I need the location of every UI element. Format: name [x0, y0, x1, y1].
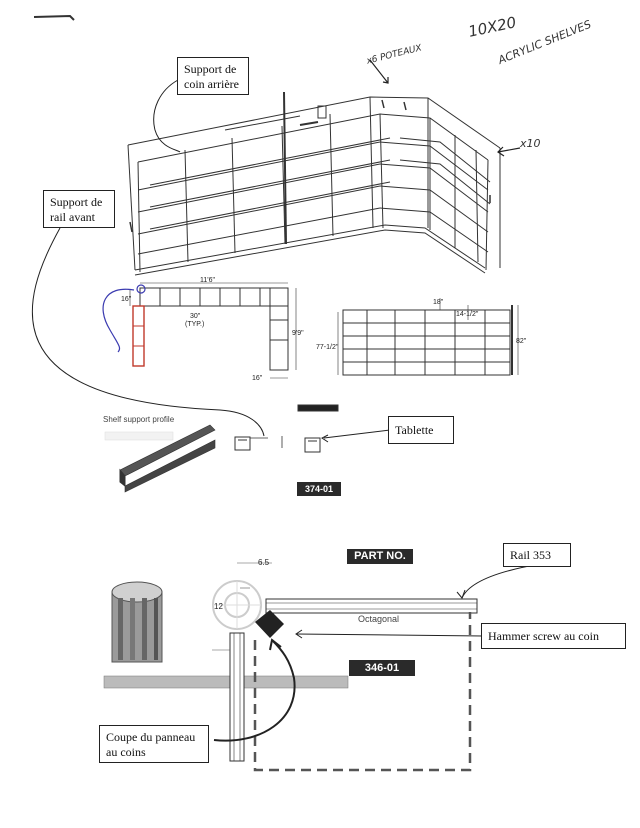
isometric-shelving-unit [127, 91, 501, 276]
part-no-tag: PART NO. [347, 549, 413, 564]
dim-plan-length: 11'6" [200, 277, 215, 284]
elevation-view-drawing [337, 298, 519, 376]
callout-front-rail-line1: Support de [50, 195, 103, 209]
callout-rail-label: Rail 353 [510, 548, 551, 562]
callout-rear-corner-line2: coin arrière [184, 77, 239, 91]
callout-front-rail-support: Support de rail avant [43, 190, 115, 228]
dim-plan-bottom: 16" [252, 375, 263, 382]
callout-rear-corner-support: Support de coin arrière [177, 57, 249, 95]
handwritten-arrows [369, 59, 521, 157]
callout-shelf: Tablette [388, 416, 454, 444]
dim-elev-shelf: 14-1/2" [456, 311, 479, 318]
part-374-tag: 374-01 [297, 482, 341, 496]
octagonal-label: Octagonal [358, 614, 400, 624]
dim-elev-right-height: 82" [516, 338, 527, 345]
part-346-tag: 346-01 [349, 660, 415, 676]
callout-panel-cut-line1: Coupe du panneau [106, 730, 196, 744]
dim-post-diameter: 12 [214, 602, 223, 611]
dim-elev-left-height: 77-1/2" [316, 344, 339, 351]
callout-panel-cut: Coupe du panneau au coins [99, 725, 209, 763]
callout-shelf-label: Tablette [395, 423, 434, 437]
dim-plan-typ-note: (TYP.) [185, 321, 205, 328]
callout-hammer-screw: Hammer screw au coin [481, 623, 626, 649]
handwritten-count-right: x10 [520, 137, 541, 150]
shelf-support-profile-label: Shelf support profile [103, 415, 175, 424]
callout-front-rail-line2: rail avant [50, 210, 95, 224]
dim-plan-left: 16" [121, 296, 132, 303]
corner-scribble [33, 14, 75, 21]
dim-plan-typ-value: 30" [190, 313, 201, 320]
shelf-support-profile-drawing [104, 404, 339, 493]
callout-leader-lines [31, 79, 541, 742]
octagonal-post-detail [103, 562, 478, 772]
callout-rear-corner-line1: Support de [184, 62, 237, 76]
callout-panel-cut-line2: au coins [106, 745, 146, 759]
plan-view-drawing [129, 282, 297, 379]
callout-hammer-screw-label: Hammer screw au coin [488, 629, 599, 643]
hand-annotations-plan [102, 284, 146, 367]
dim-plan-depth: 9'9" [292, 330, 304, 337]
callout-rail-353: Rail 353 [503, 543, 571, 567]
dim-elev-top: 18" [433, 299, 444, 306]
dim-post-offset: 6.5 [258, 558, 270, 567]
